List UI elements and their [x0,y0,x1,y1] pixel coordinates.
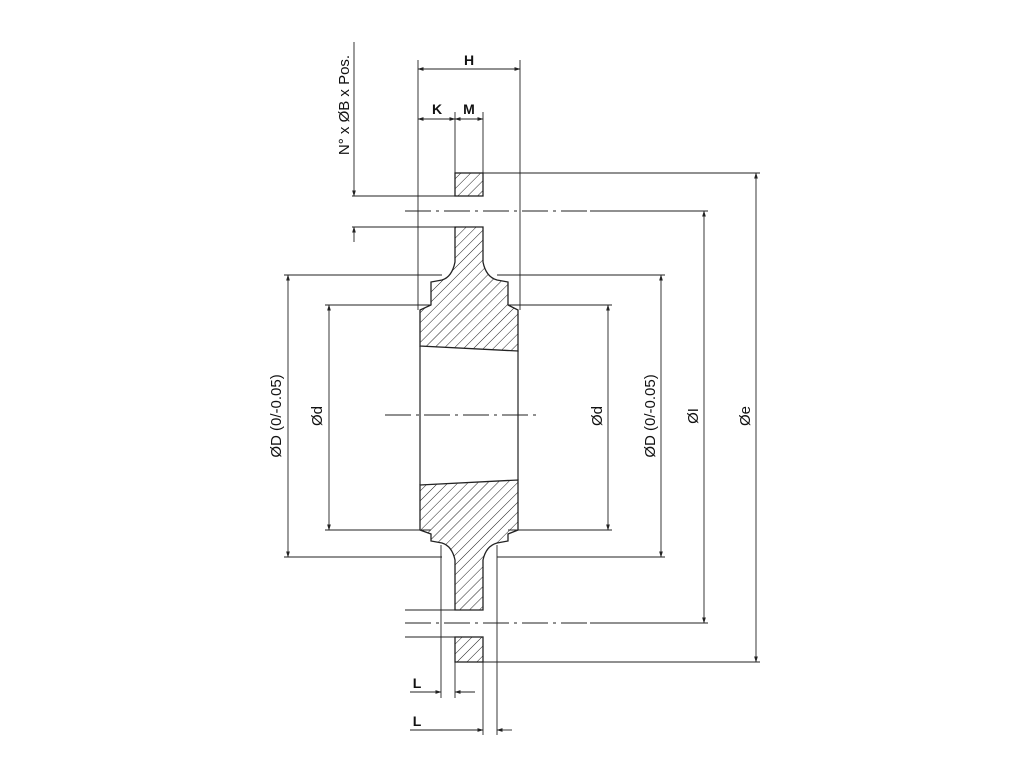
center-lines [385,210,590,624]
label-H: H [464,52,474,68]
label-d-left: Ød [309,406,326,426]
label-I: ØI [685,408,702,424]
extension-lines [284,60,760,735]
label-D-right: ØD (0/-0.05) [642,374,659,457]
label-K: K [432,101,442,117]
section-view [419,172,519,663]
upper-hub-section [419,226,519,352]
labels: H K M L L N° x ØB x Pos. ØD (0/-0.05) Ød… [268,52,754,729]
flange-tip-top [454,172,484,197]
label-holes: N° x ØB x Pos. [336,55,353,155]
label-L-top: L [413,675,422,691]
label-d-right: Ød [589,406,606,426]
dimension-lines [286,42,758,732]
label-M: M [463,101,475,117]
label-e: Øe [737,406,754,426]
label-L-bottom: L [413,713,422,729]
flange-tip-bottom [454,636,484,663]
label-D-left: ØD (0/-0.05) [268,374,285,457]
lower-hub-section [419,479,519,611]
